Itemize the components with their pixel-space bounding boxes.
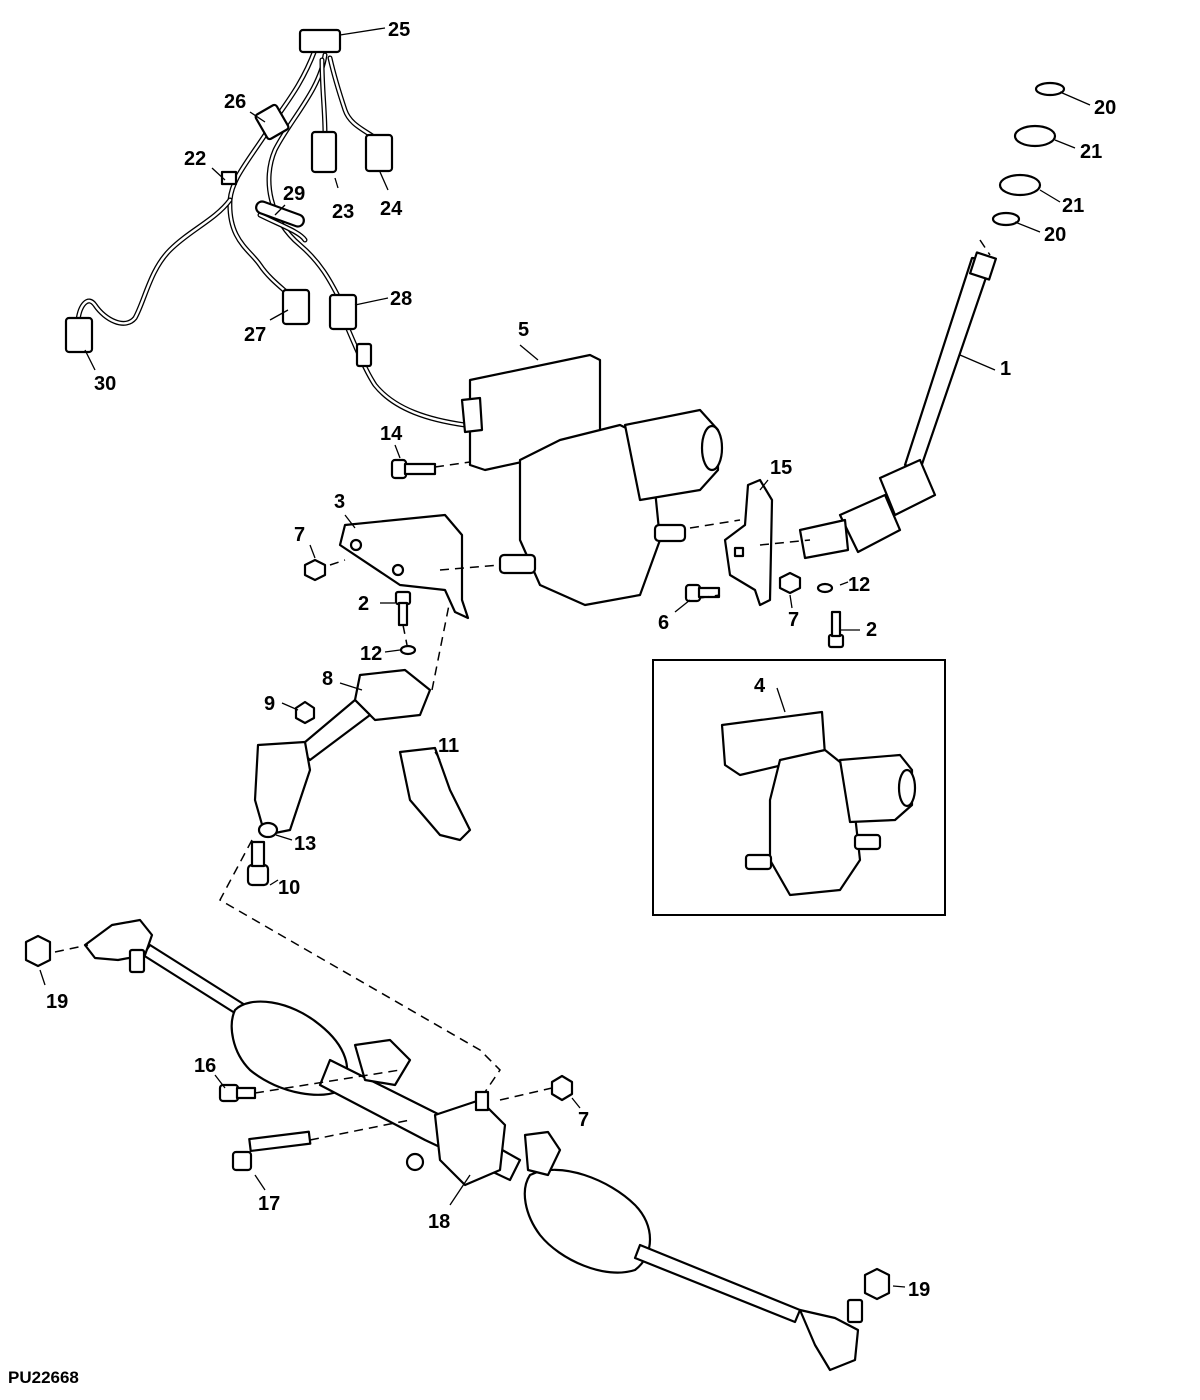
callout-21-upper: 21 <box>1080 141 1102 163</box>
callout-19-left: 19 <box>46 991 68 1013</box>
bolt-2-right <box>827 610 845 649</box>
steering-shaft <box>903 256 994 472</box>
callout-29: 29 <box>283 183 305 205</box>
callout-1: 1 <box>1000 358 1011 380</box>
nut-7-lower <box>550 1074 574 1102</box>
leader-lines <box>39 27 1091 1288</box>
callout-3: 3 <box>334 491 345 513</box>
callout-12-left: 12 <box>360 643 382 665</box>
callout-21-lower: 21 <box>1062 195 1084 217</box>
snap-ring-upper <box>1034 81 1066 97</box>
nut-9 <box>294 700 316 725</box>
bolt-16 <box>218 1083 257 1103</box>
callout-20-lower: 20 <box>1044 224 1066 246</box>
callout-labels: 1 2 2 3 4 5 6 7 7 7 8 9 10 11 12 12 13 1… <box>8 19 1116 1387</box>
callout-4: 4 <box>754 675 766 697</box>
connector-25 <box>298 28 342 54</box>
callout-5: 5 <box>518 319 529 341</box>
callout-9: 9 <box>264 693 275 715</box>
callout-11: 11 <box>438 735 459 757</box>
callout-19-right: 19 <box>908 1279 930 1301</box>
connector-26 <box>254 103 290 141</box>
inset-panel <box>652 659 946 916</box>
tie-rod-end-left <box>83 918 154 974</box>
washer-12-left <box>399 644 417 656</box>
callout-2-left: 2 <box>358 593 369 615</box>
washer-12-right <box>816 582 834 594</box>
eps-plug <box>460 396 484 434</box>
bolt-6 <box>684 583 721 603</box>
bracket-15 <box>723 478 774 607</box>
nut-7-left <box>303 558 327 582</box>
nut-19-left <box>24 934 52 968</box>
callout-22: 22 <box>184 148 206 170</box>
bolt-17 <box>231 1130 312 1172</box>
tie-rod-end-right <box>798 1298 864 1372</box>
connector-23 <box>310 130 338 174</box>
lower-yoke <box>798 518 850 560</box>
steering-shaft-assembly <box>798 81 1066 560</box>
connector-30 <box>64 316 94 354</box>
callout-23: 23 <box>332 201 354 223</box>
callout-14: 14 <box>380 423 403 445</box>
callout-25: 25 <box>388 19 410 41</box>
connector-27 <box>281 288 311 326</box>
figure-code: PU22668 <box>8 1368 79 1387</box>
callout-7-left: 7 <box>294 524 305 546</box>
steering-rack-18 <box>141 943 802 1324</box>
harness-plug <box>355 342 373 368</box>
callout-16: 16 <box>194 1055 216 1077</box>
washer-13 <box>257 821 279 839</box>
callout-7-lower: 7 <box>578 1109 589 1131</box>
callout-15: 15 <box>770 457 792 479</box>
callout-12-right: 12 <box>848 574 870 596</box>
callout-20-upper: 20 <box>1094 97 1116 119</box>
harness-clip-22 <box>220 170 238 186</box>
callout-30: 30 <box>94 373 116 395</box>
bolt-10 <box>246 840 270 887</box>
callout-17: 17 <box>258 1193 280 1215</box>
upper-u-joint <box>878 458 937 517</box>
nut-7-right <box>778 571 802 595</box>
callout-13: 13 <box>294 833 316 855</box>
callout-8: 8 <box>322 668 333 690</box>
eps-motor-end <box>700 424 724 472</box>
snap-ring-lower <box>991 211 1021 227</box>
callout-6: 6 <box>658 612 669 634</box>
bearing-upper <box>1013 124 1057 148</box>
callout-7-right: 7 <box>788 609 799 631</box>
callout-10: 10 <box>278 877 300 899</box>
eps-unit <box>460 353 724 607</box>
bolt-2-left <box>394 590 412 627</box>
eps-input-shaft <box>653 523 687 543</box>
callout-2-right: 2 <box>866 619 877 641</box>
assembly-lines <box>54 239 991 1141</box>
connector-24 <box>364 133 394 173</box>
bracket-3 <box>338 513 470 620</box>
callout-18: 18 <box>428 1211 450 1233</box>
eps-motor <box>623 408 720 502</box>
bearing-lower <box>998 173 1042 197</box>
connector-28 <box>328 293 358 331</box>
callout-28: 28 <box>390 288 412 310</box>
intermediate-shaft-8 <box>253 668 432 837</box>
callout-26: 26 <box>224 91 246 113</box>
eps-output-shaft <box>498 553 537 575</box>
nut-19-right <box>863 1267 891 1301</box>
shaft-spline <box>968 251 998 281</box>
wiring-harness <box>64 28 468 428</box>
cover-11 <box>398 746 472 842</box>
middle-u-joint <box>838 493 902 554</box>
callout-27: 27 <box>244 324 266 346</box>
callout-24: 24 <box>380 198 403 220</box>
bolt-14 <box>390 458 437 480</box>
